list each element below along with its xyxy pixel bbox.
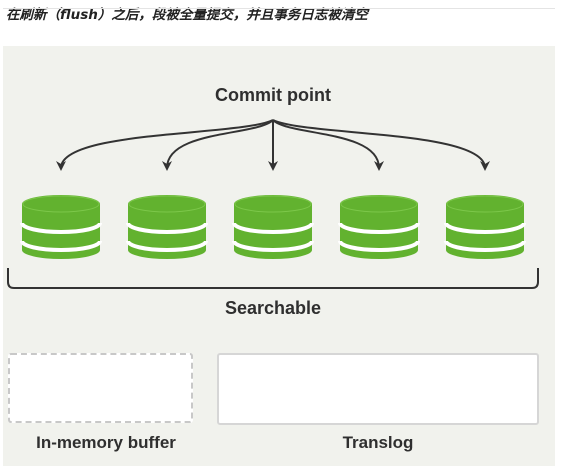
commit-arrow [272, 119, 384, 171]
segment-icon [338, 195, 420, 259]
in-memory-buffer-label: In-memory buffer [36, 433, 176, 452]
commit-arrow [162, 119, 274, 171]
searchable-bracket [7, 268, 539, 289]
segment-icon [444, 195, 526, 259]
figure-caption: 在刷新（flush）之后，段被全量提交，并且事务日志被清空 [6, 7, 368, 23]
segment-icon [126, 195, 208, 259]
commit-point-label: Commit point [215, 85, 331, 105]
panel-top-border [3, 8, 555, 9]
in-memory-buffer-box [8, 353, 193, 423]
segments-group [20, 195, 526, 259]
searchable-label: Searchable [224, 298, 322, 318]
segment-icon [20, 195, 102, 259]
commit-arrows [56, 119, 490, 171]
segment-icon [232, 195, 314, 259]
commit-arrow [272, 119, 490, 171]
translog-box [217, 353, 539, 425]
translog-label: Translog [342, 433, 414, 452]
commit-arrow [56, 119, 274, 171]
